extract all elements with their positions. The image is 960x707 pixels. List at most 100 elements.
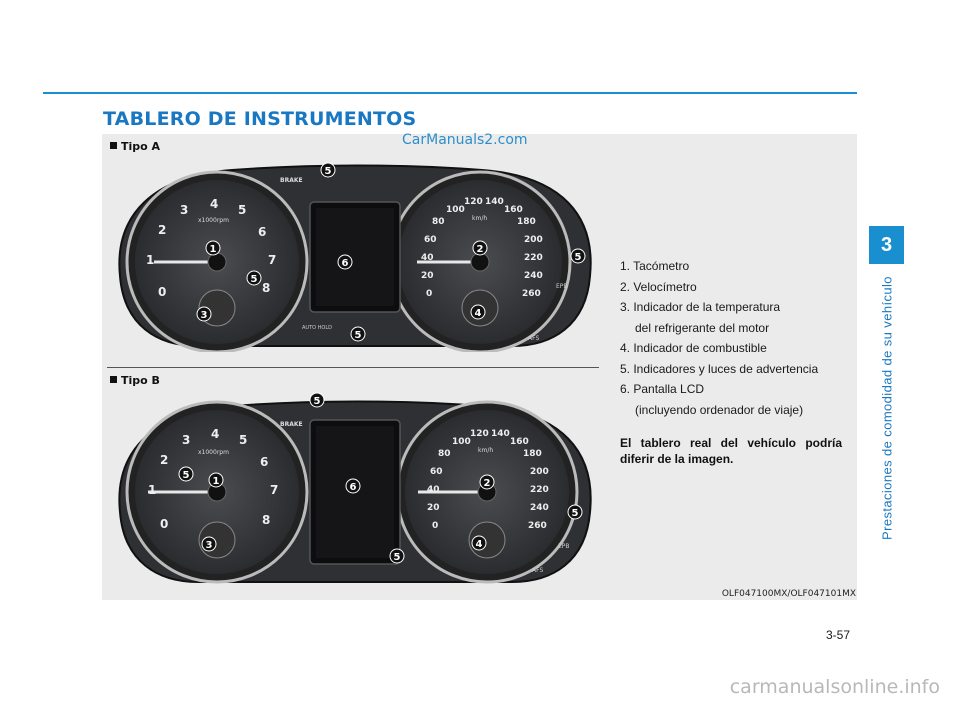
callout-6: 6 xyxy=(342,258,349,269)
page-number: 3-57 xyxy=(826,628,851,642)
speed-tick-label: 160 xyxy=(510,437,529,447)
legend-item: 3. Indicador de la temperatura xyxy=(620,300,781,314)
tach-tick-label: 2 xyxy=(160,453,168,467)
auto-hold-label: AUTO HOLD xyxy=(302,325,332,331)
afs-label: AFS xyxy=(532,567,543,574)
speed-tick-label: 0 xyxy=(432,521,438,531)
tach-tick-label: 4 xyxy=(210,197,218,211)
callout-1: 1 xyxy=(210,244,217,255)
top-rule xyxy=(43,92,857,94)
callout-1: 1 xyxy=(213,476,220,487)
speed-tick-label: 60 xyxy=(430,467,443,477)
legend-item-continuation: del refrigerante del motor xyxy=(635,320,770,335)
callout-4: 4 xyxy=(475,308,482,319)
instrument-cluster-type-b: 0 1 2 3 4 5 6 7 8 x1000rpm 0 20 40 60 80… xyxy=(118,392,592,584)
speed-tick-label: 80 xyxy=(438,449,451,459)
callout-4: 4 xyxy=(476,539,483,550)
speed-tick-label: 160 xyxy=(504,205,523,215)
chapter-caption: Prestaciones de comodidad de su vehículo xyxy=(879,276,895,540)
tach-tick-label: 0 xyxy=(158,285,166,299)
speed-tick-label: 140 xyxy=(491,429,510,439)
speed-tick-label: 240 xyxy=(524,271,543,281)
legend-item: 5. Indicadores y luces de advertencia xyxy=(620,361,819,376)
epb-label: EPB xyxy=(556,283,568,290)
speed-tick-label: 120 xyxy=(464,197,483,207)
speed-tick-label: 240 xyxy=(530,503,549,513)
speed-tick-label: 20 xyxy=(421,271,434,281)
chapter-tab: 3 xyxy=(869,226,904,264)
disclaimer-note: El tablero real del vehículo podría dife… xyxy=(620,436,842,466)
callout-2: 2 xyxy=(477,244,484,255)
speed-tick-label: 200 xyxy=(530,467,549,477)
speed-tick-label: 260 xyxy=(522,289,541,299)
callout-markers: 1 2 3 4 5 5 5 5 6 xyxy=(196,162,586,342)
brake-label: BRAKE xyxy=(280,177,303,184)
speed-tick-label: 120 xyxy=(470,429,489,439)
tach-tick-label: 1 xyxy=(146,253,154,267)
speed-tick-label: 220 xyxy=(524,253,543,263)
page-title: TABLERO DE INSTRUMENTOS xyxy=(103,108,417,130)
watermark-bottom: carmanualsonline.info xyxy=(729,676,940,698)
callout-5: 5 xyxy=(325,166,332,177)
callout-3: 3 xyxy=(206,540,213,551)
afs-label: AFS xyxy=(528,335,539,342)
speed-tick-label: 0 xyxy=(426,289,432,299)
callout-2: 2 xyxy=(484,478,491,489)
callout-5: 5 xyxy=(183,470,190,481)
callout-5: 5 xyxy=(394,552,401,563)
tach-tick-label: 6 xyxy=(258,225,266,239)
component-legend: 1. Tacómetro 2. Velocímetro 3. Indicador… xyxy=(620,256,842,420)
tach-tick-label: 8 xyxy=(262,281,270,295)
speed-tick-label: 40 xyxy=(421,253,434,263)
speed-tick-label: 80 xyxy=(432,217,445,227)
speed-tick-label: 140 xyxy=(485,197,504,207)
speed-tick-label: 200 xyxy=(524,235,543,245)
type-b-label: Tipo B xyxy=(110,374,160,387)
callout-markers: 1 2 3 4 5 5 5 5 6 xyxy=(178,392,583,564)
speed-tick-label: 40 xyxy=(427,485,440,495)
speed-unit: km/h xyxy=(478,447,493,454)
epb-label: EPB xyxy=(558,543,570,550)
tach-tick-label: 3 xyxy=(180,203,188,217)
watermark-top: CarManuals2.com xyxy=(402,132,528,148)
brake-label: BRAKE xyxy=(280,421,303,428)
tach-tick-label: 5 xyxy=(238,203,246,217)
instrument-cluster-type-a: 0 1 2 3 4 5 6 7 8 x1000rpm 0 20 40 60 80… xyxy=(118,162,592,352)
figure-code: OLF047100MX/OLF047101MX xyxy=(721,589,856,599)
figure-divider xyxy=(107,367,599,368)
speed-tick-label: 180 xyxy=(523,449,542,459)
speed-tick-label: 100 xyxy=(452,437,471,447)
callout-5: 5 xyxy=(355,330,362,341)
speed-tick-label: 60 xyxy=(424,235,437,245)
speed-tick-label: 20 xyxy=(427,503,440,513)
legend-item: 2. Velocímetro xyxy=(620,279,697,294)
callout-5: 5 xyxy=(251,274,258,285)
tach-tick-label: 3 xyxy=(182,433,190,447)
legend-item: 1. Tacómetro xyxy=(620,259,690,273)
type-a-label: Tipo A xyxy=(110,140,160,153)
tach-tick-label: 1 xyxy=(148,483,156,497)
tach-tick-label: 8 xyxy=(262,513,270,527)
tach-tick-label: 4 xyxy=(211,427,219,441)
callout-5: 5 xyxy=(575,252,582,263)
speed-unit: km/h xyxy=(472,215,487,222)
tach-tick-label: 5 xyxy=(239,433,247,447)
speed-tick-label: 260 xyxy=(528,521,547,531)
callout-3: 3 xyxy=(201,310,208,321)
square-bullet-icon xyxy=(110,376,117,383)
speed-tick-label: 220 xyxy=(530,485,549,495)
tach-unit: x1000rpm xyxy=(198,449,229,456)
tach-tick-label: 6 xyxy=(260,455,268,469)
legend-item: 6. Pantalla LCD xyxy=(620,382,705,396)
tach-tick-label: 7 xyxy=(268,253,276,267)
tach-tick-label: 7 xyxy=(270,483,278,497)
speed-tick-label: 180 xyxy=(517,217,536,227)
legend-item: 4. Indicador de combustible xyxy=(620,341,767,355)
tach-tick-label: 0 xyxy=(160,517,168,531)
square-bullet-icon xyxy=(110,142,117,149)
tach-unit: x1000rpm xyxy=(198,217,229,224)
tach-tick-label: 2 xyxy=(158,223,166,237)
legend-item-continuation: (incluyendo ordenador de viaje) xyxy=(635,402,804,417)
callout-5: 5 xyxy=(314,396,321,407)
callout-6: 6 xyxy=(350,482,357,493)
